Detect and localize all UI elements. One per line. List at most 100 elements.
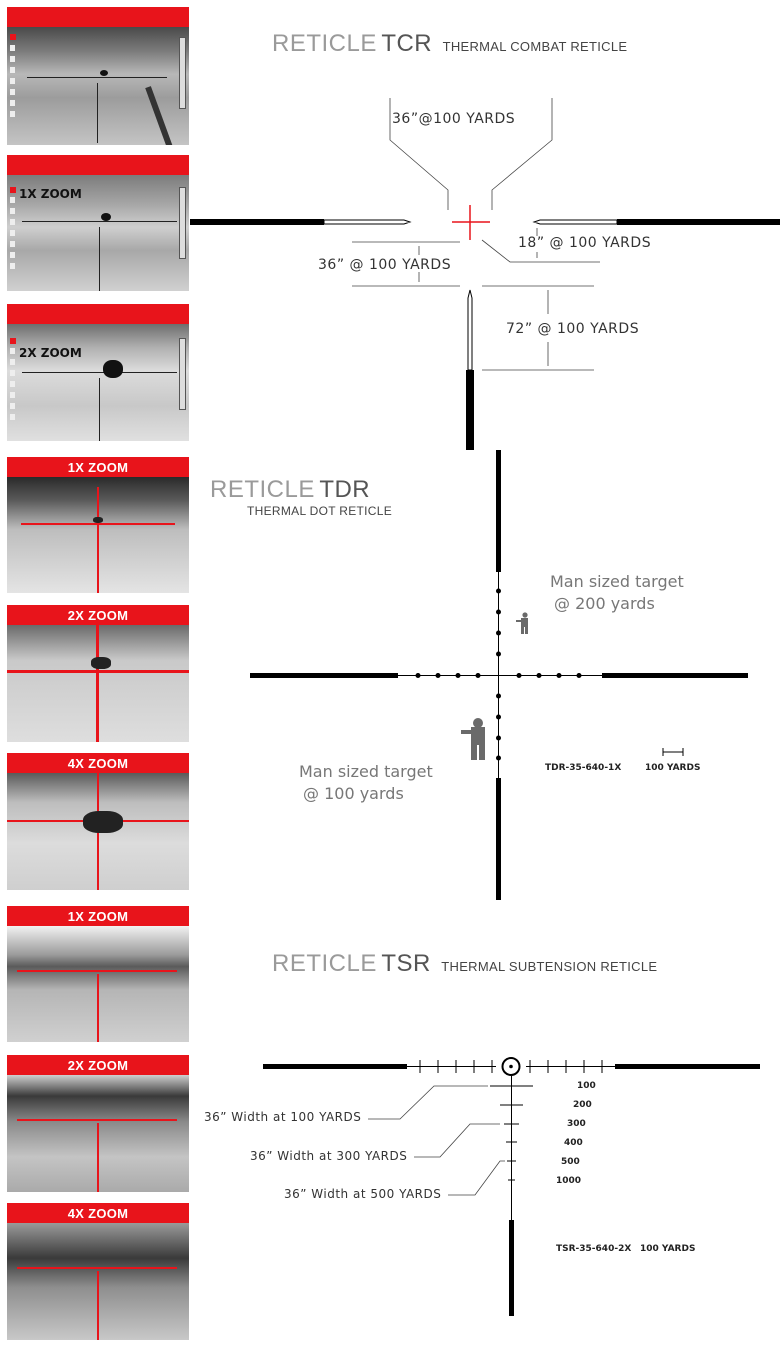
zoom-scale-bar: [179, 338, 186, 410]
animal-silhouette: [101, 213, 111, 221]
tsr-scale-label: 100 YARDS: [640, 1244, 696, 1254]
thumbnail-header: 1X ZOOM: [7, 906, 189, 926]
left-thick-post: [190, 219, 324, 225]
heading-prefix: RETICLE: [272, 950, 377, 977]
man-target-200-icon: [516, 612, 528, 634]
left-thick-post: [263, 1064, 407, 1069]
heading-name: TSR: [381, 950, 431, 977]
bottom-thin-post: [467, 289, 473, 371]
reticle-horizontal: [17, 970, 177, 972]
dim-label-36: 36” @ 100 YARDS: [318, 257, 452, 273]
heading-subtitle: THERMAL DOT RETICLE: [247, 504, 393, 518]
reticle-horizontal: [22, 221, 177, 222]
width-leaders: [368, 1085, 505, 1196]
tdr-thumbnail-1x: 1X ZOOM: [7, 457, 189, 593]
width-label-500: 36” Width at 500 YARDS: [284, 1187, 442, 1201]
range-label-300: 300: [567, 1119, 586, 1129]
tsr-thumbnail-2x: 2X ZOOM: [7, 1055, 189, 1192]
right-thick-post: [615, 1064, 760, 1069]
animal-silhouette: [100, 70, 108, 76]
reticle-vertical: [97, 487, 99, 593]
menu-icons: [10, 197, 15, 272]
deer-silhouette: [83, 811, 123, 833]
thermal-scene: [7, 773, 189, 890]
deer-silhouette: [93, 517, 103, 523]
range-bars: [490, 1085, 533, 1181]
reticle-dots: [415, 588, 582, 761]
thumbnail-header: 4X ZOOM: [7, 753, 189, 773]
thermal-scene: 1X ZOOM: [7, 175, 189, 291]
tsr-thumbnail-4x: 4X ZOOM: [7, 1203, 189, 1340]
tcr-heading: RETICLE TCR THERMAL COMBAT RETICLE: [272, 30, 627, 58]
reticle-vertical: [97, 83, 98, 143]
heading-prefix: RETICLE: [272, 30, 377, 57]
right-thick-post: [602, 673, 748, 678]
top-dim-leader-left: [389, 98, 449, 210]
thermal-scene: 2X ZOOM: [7, 324, 189, 441]
tcr-thumbnail-3: 2X ZOOM: [7, 304, 189, 441]
heading-name: TCR: [381, 30, 433, 57]
menu-icons: [10, 45, 15, 120]
heading-subtitle: THERMAL COMBAT RETICLE: [442, 39, 628, 54]
status-icon: [10, 338, 16, 344]
bottom-thick-post: [496, 778, 501, 900]
right-thick-post: [617, 219, 780, 225]
reticle-vertical: [99, 378, 100, 441]
tcr-thumbnail-1: [7, 7, 189, 145]
heading-name: TDR: [319, 476, 371, 503]
range-label-100: 100: [577, 1081, 596, 1091]
tdr-heading: RETICLE TDR: [210, 476, 370, 504]
target-100-label: Man sized target @ 100 yards: [299, 762, 433, 803]
range-label-500: 500: [561, 1157, 580, 1167]
range-label-200: 200: [573, 1100, 592, 1110]
reticle-vertical: [97, 1123, 99, 1192]
range-label-400: 400: [564, 1138, 583, 1148]
tsr-heading: RETICLE TSR THERMAL SUBTENSION RETICLE: [272, 950, 657, 978]
center-circle: [501, 1057, 521, 1076]
thumbnail-header: 2X ZOOM: [7, 605, 189, 625]
reticle-horizontal: [27, 77, 167, 78]
hash-marks: [419, 1060, 603, 1073]
bottom-thick-post: [466, 370, 474, 450]
thumbnail-header: 1X ZOOM: [7, 457, 189, 477]
zoom-scale-bar: [179, 37, 186, 109]
tdr-thumbnail-2x: 2X ZOOM: [7, 605, 189, 742]
thermal-scene: [7, 27, 189, 145]
rabbit-silhouette: [103, 360, 123, 378]
target-200-label: Man sized target @ 200 yards: [550, 572, 684, 613]
left-thin-post: [323, 219, 412, 225]
tdr-reticle-diagram: [250, 450, 748, 900]
tdr-scale-label: 100 YARDS: [645, 763, 701, 773]
tcr-thumbnail-2: 1X ZOOM: [7, 155, 189, 291]
width-label-300: 36” Width at 300 YARDS: [250, 1149, 408, 1163]
heading-subtitle: THERMAL SUBTENSION RETICLE: [441, 959, 658, 974]
dim-label-72: 72” @ 100 YARDS: [506, 321, 640, 337]
tdr-model-label: TDR-35-640-1X: [545, 763, 622, 773]
deer-silhouette: [91, 657, 111, 669]
thermal-scene: [7, 1223, 189, 1340]
top-thick-post: [496, 450, 501, 572]
range-label-1000: 1000: [556, 1176, 582, 1186]
zoom-scale-bar: [179, 187, 186, 259]
zoom-indicator: 2X ZOOM: [19, 346, 82, 360]
thumbnail-header: [7, 155, 189, 175]
zoom-indicator: 1X ZOOM: [19, 187, 82, 201]
tdr-subtitle: THERMAL DOT RETICLE: [247, 502, 392, 520]
thermal-scene: [7, 625, 189, 742]
reticle-horizontal: [17, 1119, 177, 1121]
top-dim-leader-right: [491, 98, 553, 210]
thermal-scene: [7, 477, 189, 593]
center-dot: [509, 1064, 513, 1069]
thumbnail-header: [7, 304, 189, 324]
width-label-100: 36” Width at 100 YARDS: [204, 1110, 362, 1124]
left-thick-post: [250, 673, 398, 678]
reticle-vertical: [99, 227, 100, 291]
tcr-reticle-diagram: [190, 98, 780, 450]
status-icon: [10, 187, 16, 193]
tsr-reticle-diagram: [263, 1057, 760, 1316]
reticle-vertical: [97, 1271, 99, 1340]
thermal-scene: [7, 926, 189, 1042]
reticle-horizontal: [17, 1267, 177, 1269]
bottom-thick-post: [509, 1220, 514, 1316]
thumbnail-header: 2X ZOOM: [7, 1055, 189, 1075]
